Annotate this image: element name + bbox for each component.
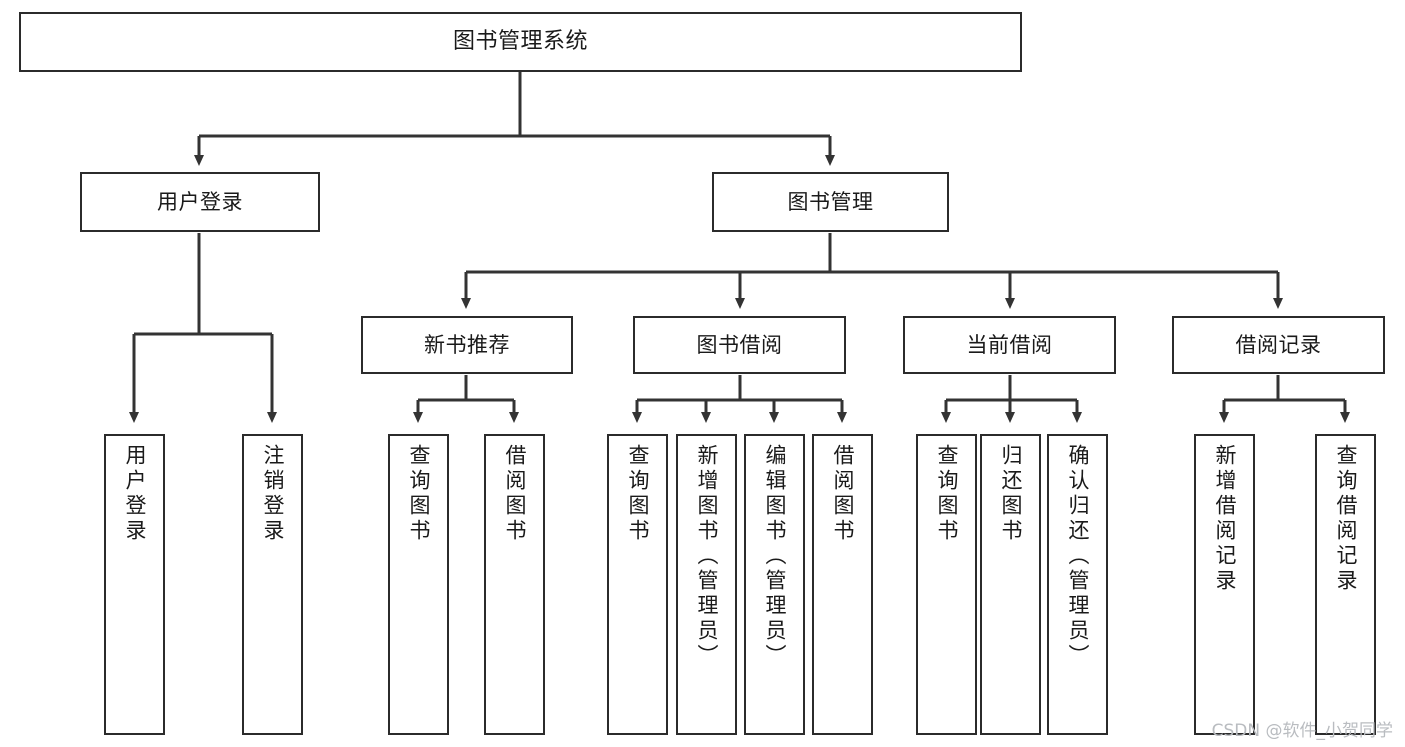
node-borrow-record[interactable]: 借阅记录 — [1172, 316, 1385, 374]
node-new-book-recommend-label: 新书推荐 — [424, 332, 510, 357]
node-current-borrow[interactable]: 当前借阅 — [903, 316, 1116, 374]
leaf-borrow-edit-book[interactable]: 编辑图书（管理员） — [744, 434, 805, 735]
leaf-current-return-book-label: 归还图书 — [999, 444, 1023, 544]
leaf-borrow-add-book-label: 新增图书（管理员） — [695, 444, 719, 669]
node-book-management-label: 图书管理 — [787, 189, 874, 214]
leaf-borrow-borrow-book[interactable]: 借阅图书 — [812, 434, 873, 735]
node-root-system[interactable]: 图书管理系统 — [19, 12, 1022, 72]
leaf-current-return-book[interactable]: 归还图书 — [980, 434, 1041, 735]
leaf-record-query[interactable]: 查询借阅记录 — [1315, 434, 1376, 735]
leaf-record-add[interactable]: 新增借阅记录 — [1194, 434, 1255, 735]
leaf-user-login-signin-label: 用户登录 — [123, 444, 147, 544]
leaf-borrow-add-book[interactable]: 新增图书（管理员） — [676, 434, 737, 735]
leaf-current-confirm-return-label: 确认归还（管理员） — [1066, 444, 1090, 669]
leaf-new-book-borrow-label: 借阅图书 — [503, 444, 527, 544]
leaf-user-login-signout-label: 注销登录 — [261, 444, 285, 544]
node-new-book-recommend[interactable]: 新书推荐 — [361, 316, 573, 374]
node-book-management[interactable]: 图书管理 — [712, 172, 949, 232]
node-book-borrow[interactable]: 图书借阅 — [633, 316, 846, 374]
leaf-borrow-query-book[interactable]: 查询图书 — [607, 434, 668, 735]
leaf-borrow-edit-book-label: 编辑图书（管理员） — [763, 444, 787, 669]
leaf-new-book-borrow[interactable]: 借阅图书 — [484, 434, 545, 735]
leaf-new-book-query-label: 查询图书 — [407, 444, 431, 544]
leaf-borrow-borrow-book-label: 借阅图书 — [831, 444, 855, 544]
leaf-new-book-query[interactable]: 查询图书 — [388, 434, 449, 735]
leaf-current-query-book[interactable]: 查询图书 — [916, 434, 977, 735]
leaf-current-confirm-return[interactable]: 确认归还（管理员） — [1047, 434, 1108, 735]
node-borrow-record-label: 借阅记录 — [1235, 332, 1322, 357]
node-book-borrow-label: 图书借阅 — [696, 332, 783, 357]
leaf-record-add-label: 新增借阅记录 — [1213, 444, 1237, 594]
leaf-user-login-signin[interactable]: 用户登录 — [104, 434, 165, 735]
node-user-login[interactable]: 用户登录 — [80, 172, 320, 232]
node-user-login-label: 用户登录 — [157, 189, 243, 214]
leaf-borrow-query-book-label: 查询图书 — [626, 444, 650, 544]
node-root-system-label: 图书管理系统 — [452, 29, 588, 55]
node-current-borrow-label: 当前借阅 — [966, 332, 1053, 357]
leaf-record-query-label: 查询借阅记录 — [1334, 444, 1358, 594]
watermark-text: CSDN @软件_小贺同学 — [1211, 721, 1393, 741]
leaf-current-query-book-label: 查询图书 — [935, 444, 959, 544]
leaf-user-login-signout[interactable]: 注销登录 — [242, 434, 303, 735]
